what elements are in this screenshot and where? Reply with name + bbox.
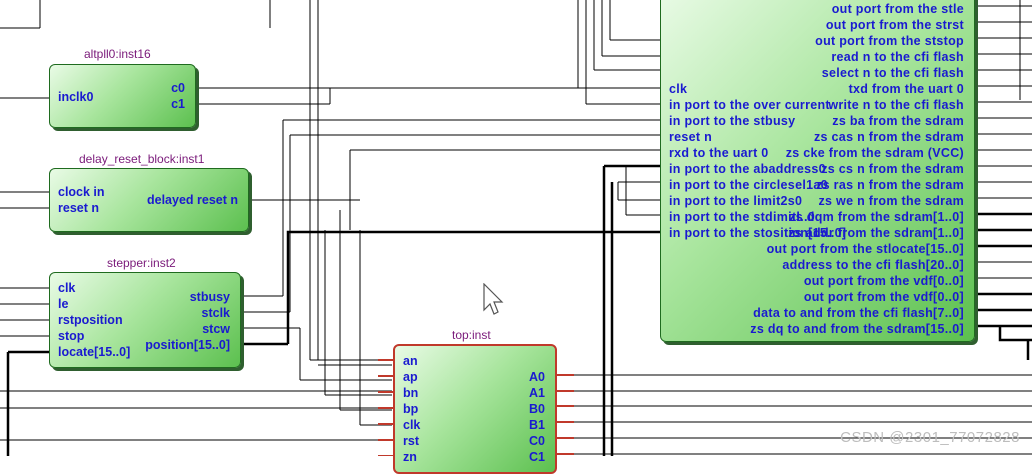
- stepper-input-pin: clk: [58, 281, 76, 295]
- system-left-pin: in port to the stbusy: [669, 114, 796, 128]
- top-block[interactable]: an ap bn bp clk rst zn A0 A1 B0 B1 C0 C1: [393, 344, 557, 474]
- system-right-pin: zs ba from the sdram: [832, 114, 964, 128]
- top-input-pin: ap: [403, 370, 418, 384]
- altpll-output-pin: c0: [171, 81, 185, 95]
- system-left-pin: clk: [669, 82, 688, 96]
- system-left-pin: in port to the circlesel1a0: [669, 178, 828, 192]
- system-left-pin: in port to the stosition[15..0]: [669, 226, 847, 240]
- altpll-block[interactable]: inclk0 c0 c1: [49, 64, 196, 128]
- system-right-pin: zs dq to and from the sdram[15..0]: [750, 322, 964, 336]
- system-left-pin: in port to the limit2s0: [669, 194, 803, 208]
- system-right-pin: zs cke from the sdram (VCC): [785, 146, 964, 160]
- system-right-pin: zs we n from the sdram: [818, 194, 964, 208]
- delay-input-pin: clock in: [58, 185, 105, 199]
- stepper-block-title: stepper:inst2: [107, 256, 176, 270]
- system-right-pin: out port from the strst: [825, 18, 964, 32]
- system-left-pin: reset n: [669, 130, 713, 144]
- system-right-pin: out port from the vdf[0..0]: [803, 290, 964, 304]
- system-right-pin: txd from the uart 0: [848, 82, 964, 96]
- stepper-block[interactable]: clk le rstposition stop locate[15..0] st…: [49, 272, 241, 368]
- system-right-pin: zs cs n from the sdram: [821, 162, 964, 176]
- top-input-pin: bp: [403, 402, 419, 416]
- system-right-pin: select n to the cfi flash: [821, 66, 964, 80]
- system-left-pin: rxd to the uart 0: [669, 146, 769, 160]
- system-left-pin: in port to the over current: [669, 98, 830, 112]
- system-right-pin: out port from the ststop: [815, 34, 964, 48]
- delay-output-pin: delayed reset n: [146, 193, 238, 207]
- system-left-pin: in port to the stdimitl..0: [669, 210, 815, 224]
- delay-block-title: delay_reset_block:inst1: [79, 152, 205, 166]
- top-input-pin: an: [403, 354, 418, 368]
- system-right-pin: read n to the cfi flash: [831, 50, 964, 64]
- top-output-pin: C1: [529, 450, 545, 464]
- system-right-pin: write n to the cfi flash: [828, 98, 964, 112]
- altpll-output-pin: c1: [171, 97, 185, 111]
- stepper-input-pin: stop: [58, 329, 85, 343]
- stepper-input-pin: rstposition: [58, 313, 123, 327]
- top-output-pin: A1: [529, 386, 545, 400]
- system-right-pin: zs cas n from the sdram: [813, 130, 964, 144]
- top-output-pin: B1: [529, 418, 545, 432]
- top-input-pin: clk: [403, 418, 421, 432]
- wiring-diagram: [0, 0, 1032, 456]
- system-right-pin: address to the cfi flash[20..0]: [782, 258, 964, 272]
- stepper-input-pin: le: [58, 297, 69, 311]
- top-input-pin: rst: [403, 434, 419, 448]
- system-left-pin: in port to the abaddress0: [669, 162, 826, 176]
- stepper-output-pin: position[15..0]: [145, 338, 230, 352]
- system-right-pin: zs addr from the sdram[1..0]: [788, 226, 964, 240]
- system-right-pin: out port from the stle: [831, 2, 964, 16]
- stepper-output-pin: stclk: [201, 306, 231, 320]
- altpll-input-pin: inclk0: [58, 90, 94, 104]
- stepper-output-pin: stbusy: [189, 290, 230, 304]
- top-output-pin: C0: [529, 434, 545, 448]
- system-right-pin: zs dqm from the sdram[1..0]: [789, 210, 964, 224]
- top-output-pin: A0: [529, 370, 545, 384]
- altpll-block-title: altpll0:inst16: [84, 47, 151, 61]
- stepper-output-pin: stcw: [202, 322, 230, 336]
- watermark: CSDN @2301_77072828: [840, 429, 1020, 446]
- delay-input-pin: reset n: [58, 201, 99, 215]
- delay-reset-block[interactable]: clock in reset n delayed reset n: [49, 168, 249, 232]
- system-block[interactable]: clk in port to the over current in port …: [660, 0, 975, 342]
- mouse-cursor-icon: [483, 283, 504, 315]
- top-block-title: top:inst: [452, 328, 491, 342]
- top-input-pin: zn: [403, 450, 417, 464]
- system-right-pin: zs ras n from the sdram: [816, 178, 964, 192]
- system-right-pin: data to and from the cfi flash[7..0]: [753, 306, 964, 320]
- top-input-pin: bn: [403, 386, 419, 400]
- system-right-pin: out port from the vdf[0..0]: [803, 274, 964, 288]
- top-output-pin: B0: [529, 402, 545, 416]
- system-right-pin: out port from the stlocate[15..0]: [766, 242, 964, 256]
- stepper-input-pin: locate[15..0]: [58, 345, 131, 359]
